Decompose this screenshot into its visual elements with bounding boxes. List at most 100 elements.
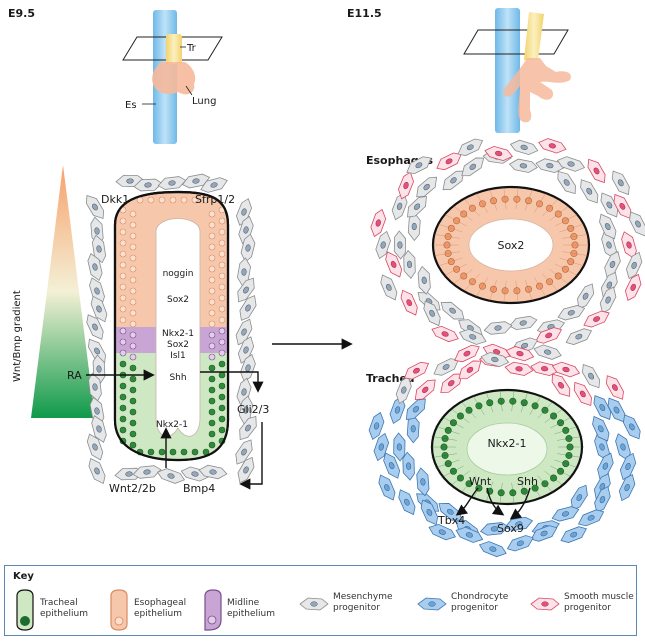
epithelial-nucleus <box>129 331 137 339</box>
epithelial-nucleus <box>147 448 155 456</box>
epithelial-nucleus <box>129 375 137 383</box>
gli-to-bmp-arrow <box>239 422 263 490</box>
epithelial-nucleus <box>129 386 137 394</box>
signal-wnt2-2b: Wnt2/2b <box>109 482 156 495</box>
epithelial-nucleus <box>169 448 177 456</box>
epithelial-nucleus <box>218 250 226 258</box>
wnt-to-sox9-arrow <box>486 487 505 516</box>
key-midline-line2: epithelium <box>227 609 275 619</box>
key-mesenchyme-line1: Mesenchyme <box>333 592 393 602</box>
epithelial-nucleus <box>169 196 177 204</box>
epithelial-nucleus <box>119 283 127 291</box>
esophagus-label: Es <box>125 100 137 111</box>
e9-5-cross-section: noggin Sox2 Nkx2-1 Sox2 Isl1 Shh Nkx2-1 … <box>67 171 269 495</box>
epithelial-nucleus <box>129 397 137 405</box>
trachea-nkx2-1: Nkx2-1 <box>487 437 526 450</box>
epithelial-nucleus <box>208 254 216 262</box>
signal-ra: RA <box>67 369 82 382</box>
epithelial-nucleus <box>129 430 137 438</box>
epithelial-nucleus <box>129 408 137 416</box>
key-esophageal-line2: epithelium <box>134 609 182 619</box>
epithelial-nucleus <box>129 364 137 372</box>
epithelial-nucleus <box>218 371 226 379</box>
epithelial-nucleus <box>119 404 127 412</box>
epithelial-nucleus <box>208 386 216 394</box>
epithelial-nucleus <box>208 221 216 229</box>
mesenchyme-cell <box>563 324 595 349</box>
epithelial-nucleus <box>208 265 216 273</box>
trachea-e11 <box>524 12 544 60</box>
epithelial-nucleus <box>191 448 199 456</box>
epithelial-nucleus <box>119 426 127 434</box>
epithelial-nucleus <box>129 419 137 427</box>
chondrocyte-cell <box>558 522 590 547</box>
shh-to-sox9-arrow <box>509 487 531 520</box>
smooth-muscle-cell <box>429 323 461 345</box>
epithelial-nucleus <box>218 294 226 302</box>
lung-foregut-development-figure: E9.5 E11.5 Tr Es Lung Wnt/Bmp gradient <box>8 7 645 560</box>
e11-5-foregut-cartoon <box>463 8 571 133</box>
mesenchyme-cell <box>555 154 587 174</box>
factor-shh: Shh <box>169 373 186 383</box>
epithelial-nucleus <box>218 228 226 236</box>
epithelial-nucleus <box>218 283 226 291</box>
gradient-label: Wnt/Bmp gradient <box>12 290 23 382</box>
key-chondrocyte-line1: Chondrocyte <box>451 592 509 602</box>
midline-epithelium-icon <box>204 589 222 631</box>
epithelial-nucleus <box>208 210 216 218</box>
esophagus-tube-e11 <box>495 8 520 133</box>
epithelial-nucleus <box>208 441 216 449</box>
epithelial-nucleus <box>119 272 127 280</box>
key-item-esophageal: Esophageal epithelium <box>107 588 207 632</box>
epithelial-nucleus <box>218 239 226 247</box>
trachea-wnt: Wnt <box>469 475 492 488</box>
epithelial-nucleus <box>119 239 127 247</box>
key-esophageal-line1: Esophageal <box>134 598 187 608</box>
epithelial-nucleus <box>218 272 226 280</box>
mesenchyme-cell <box>507 313 539 333</box>
epithelial-nucleus <box>129 265 137 273</box>
factor-nkx2-1-ventral: Nkx2-1 <box>156 420 188 430</box>
smooth-muscle-cell <box>621 271 645 304</box>
epithelial-nucleus <box>119 305 127 313</box>
epithelial-nucleus <box>208 287 216 295</box>
signal-sfrp1-2: Sfrp1/2 <box>195 193 235 206</box>
key-item-midline: Midline epithelium <box>201 588 293 632</box>
mesenchyme-cell <box>532 342 564 362</box>
key-midline-line1: Midline <box>227 598 260 608</box>
epithelial-nucleus <box>129 221 137 229</box>
epithelial-nucleus <box>218 393 226 401</box>
epithelial-nucleus <box>129 441 137 449</box>
epithelial-nucleus <box>119 250 127 258</box>
key-chondrocyte-line2: progenitor <box>451 603 498 613</box>
section-plane <box>122 36 223 61</box>
factor-sox2-dorsal: Sox2 <box>167 295 189 305</box>
epithelial-nucleus <box>218 305 226 313</box>
lung-bud <box>152 62 196 95</box>
key-item-chondrocyte: Chondrocyte progenitor <box>415 588 525 632</box>
epithelial-nucleus <box>208 397 216 405</box>
epithelial-nucleus <box>218 349 226 357</box>
key-title: Key <box>13 571 34 582</box>
factor-noggin: noggin <box>163 269 194 279</box>
smooth-muscle-cell <box>580 307 613 331</box>
epithelial-nucleus <box>129 353 137 361</box>
epithelial-nucleus <box>129 254 137 262</box>
epithelial-nucleus <box>129 243 137 251</box>
epithelial-nucleus <box>218 426 226 434</box>
epithelial-nucleus <box>129 309 137 317</box>
trachea-shh: Shh <box>517 475 538 488</box>
epithelial-nucleus <box>218 360 226 368</box>
epithelial-nucleus <box>208 419 216 427</box>
key-item-mesenchyme: Mesenchyme progenitor <box>297 588 407 632</box>
epithelial-nucleus <box>147 196 155 204</box>
epithelial-nucleus <box>208 430 216 438</box>
chondrocyte-cell <box>504 531 536 555</box>
trachea-bud <box>166 34 182 64</box>
signal-gli2-3: Gli2/3 <box>237 403 269 416</box>
epithelial-nucleus <box>119 349 127 357</box>
mesenchyme-cell <box>84 455 110 487</box>
key-smooth-muscle-line2: progenitor <box>564 603 611 613</box>
epithelial-nucleus <box>208 276 216 284</box>
epithelial-nucleus <box>129 342 137 350</box>
